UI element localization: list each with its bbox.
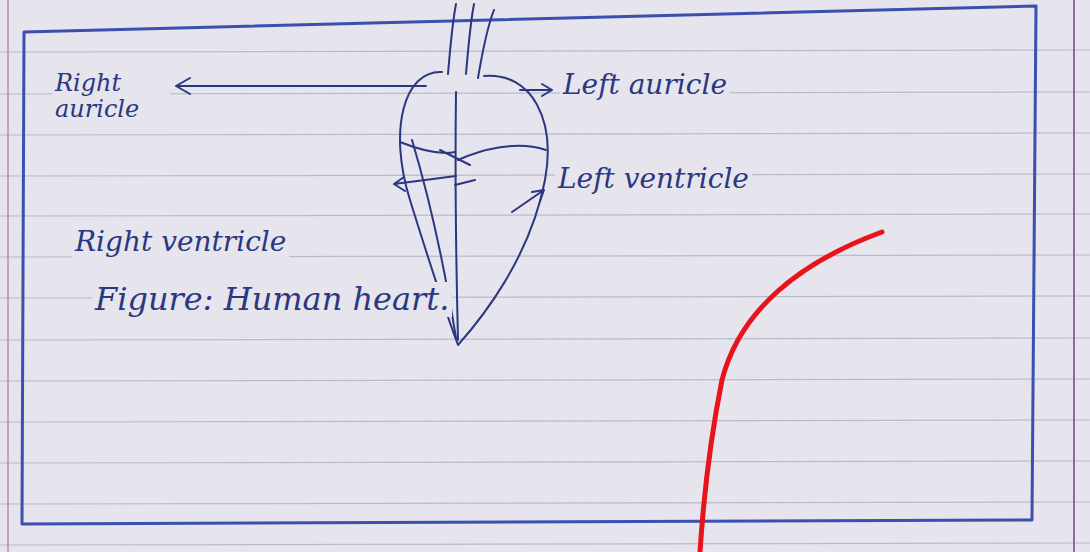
part-label: Right auricle <box>52 70 170 123</box>
ruled-line <box>0 338 1090 340</box>
leader-arrow <box>394 176 456 191</box>
part-label: Left ventricle <box>555 164 752 195</box>
ruled-line <box>0 543 1090 545</box>
ruled-line <box>0 214 1090 216</box>
leader-arrow <box>512 190 544 212</box>
ruled-line <box>0 133 1090 135</box>
leader-arrow <box>520 84 552 96</box>
ruled-line <box>0 461 1090 463</box>
figure-frame <box>22 6 1036 524</box>
leader-arrow <box>176 78 426 94</box>
ruled-line <box>0 50 1090 52</box>
margin-line <box>7 0 9 552</box>
ruled-line <box>0 379 1090 381</box>
margin-line <box>1073 0 1075 552</box>
figure-caption: Figure: Human heart. <box>92 282 452 317</box>
vessel <box>478 10 494 78</box>
part-label: Left auricle <box>560 70 730 101</box>
atrium-divider <box>458 146 546 160</box>
ruled-line <box>0 420 1090 422</box>
ruled-lines <box>0 50 1090 545</box>
red-strike <box>700 232 882 552</box>
atrium-divider <box>400 142 455 153</box>
leader-arrows <box>176 78 552 212</box>
septum <box>456 92 458 340</box>
vessel <box>466 4 474 74</box>
vessel <box>448 4 456 74</box>
part-label: Right ventricle <box>72 227 289 258</box>
ruled-line <box>0 502 1090 504</box>
chamber-line <box>440 150 475 185</box>
